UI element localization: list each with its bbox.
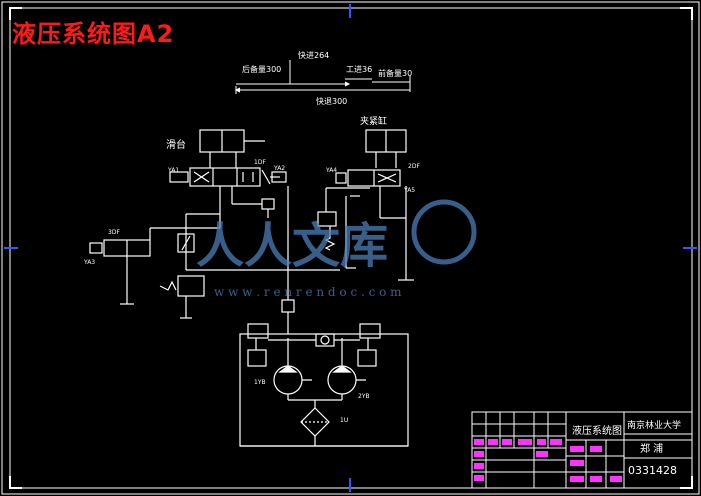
front-stroke-label: 前备量30 <box>378 68 412 78</box>
person-name: 郑 浦 <box>640 442 663 455</box>
title-block-magenta-marks <box>474 439 622 482</box>
filter-1u-label: 1U <box>340 417 348 424</box>
valve-3df-label: 3DF <box>108 229 120 236</box>
valve-2df-label: 2DF <box>408 163 420 170</box>
slide-table-label: 滑台 <box>166 138 186 151</box>
drawing-name: 液压系统图 <box>572 424 622 437</box>
ya5-label: YA5 <box>403 187 415 194</box>
ya3-label: YA3 <box>83 259 95 266</box>
motion-cycle-diagram <box>234 60 411 94</box>
school-name: 南京林业大学 <box>627 419 681 431</box>
pump-1yb-label: 1YB <box>254 379 266 386</box>
ya1-label: YA1 <box>167 167 179 174</box>
ya2-label: YA2 <box>273 165 285 172</box>
clamp-cylinder-label: 夹紧缸 <box>360 115 387 127</box>
rear-stroke-label: 后备量300 <box>242 64 281 74</box>
watermark: 人人文库 w w w . r e n r e n d o c . c o m <box>196 199 477 299</box>
hydraulic-circuit <box>89 129 414 447</box>
fast-return-label: 快退300 <box>316 96 347 106</box>
pump-2yb-label: 2YB <box>358 393 370 400</box>
drawing-title: 液压系统图A2 <box>12 20 175 48</box>
title-block <box>471 411 693 489</box>
work-feed-label: 工进36 <box>346 65 372 74</box>
watermark-url: w w w . r e n r e n d o c . c o m <box>214 285 402 299</box>
fast-forward-label: 快进264 <box>298 50 329 60</box>
valve-1df-label: 1DF <box>254 159 266 166</box>
ya4-label: YA4 <box>325 167 337 174</box>
center-marks <box>4 4 697 492</box>
drawing-number: 0331428 <box>628 464 677 477</box>
watermark-brand: 人人文库 <box>196 218 388 274</box>
